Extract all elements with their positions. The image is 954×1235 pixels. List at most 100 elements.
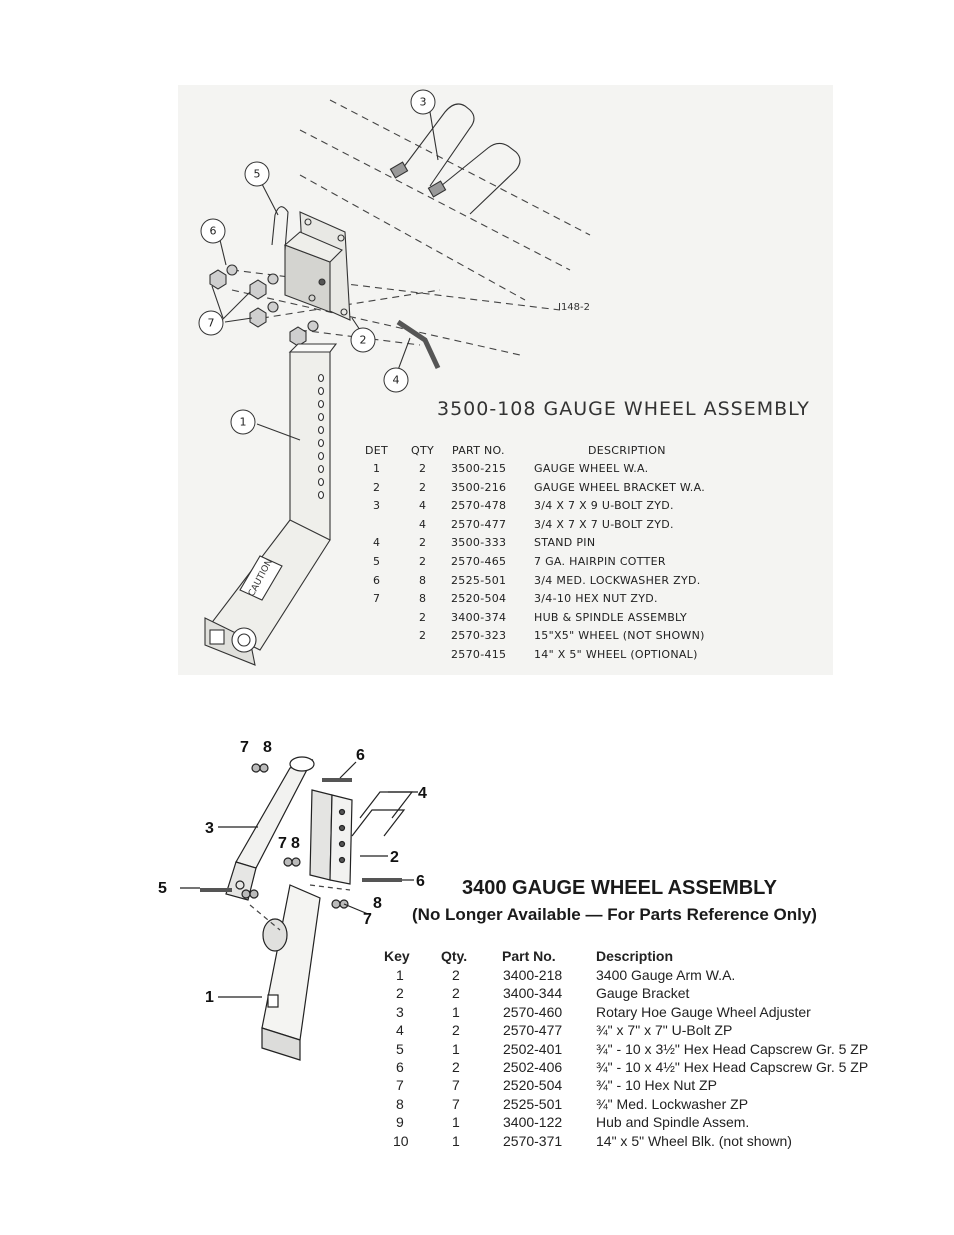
table-row: 4 2 2570-477 ¾" x 7" x 7" U-Bolt ZP (0, 1022, 954, 1041)
cell-part: 2502-406 (503, 1059, 563, 1075)
callout-7b: 7 (278, 835, 287, 852)
gauge-3400-subtitle: (No Longer Available — For Parts Referen… (412, 905, 817, 924)
cell-det: 5 (373, 555, 381, 568)
cell-key: 9 (396, 1114, 404, 1131)
callout-4: 4 (418, 785, 427, 802)
cell-qty: 2 (419, 536, 427, 550)
callout-7c: 7 (363, 911, 372, 928)
table-row: 2 2 3400-344 Gauge Bracket (0, 985, 954, 1004)
callout-5: 5 (158, 880, 167, 897)
callout-7a: 7 (240, 739, 249, 756)
callout-8b: 8 (291, 835, 300, 852)
cell-key: 5 (396, 1040, 404, 1057)
cell-part: 2502-401 (503, 1040, 563, 1057)
cell-qty: 1 (452, 1114, 460, 1131)
gauge-3500-title: 3500-108 GAUGE WHEEL ASSEMBLY (437, 398, 810, 420)
cell-qty: 2 (452, 1022, 460, 1039)
cell-det: 6 (373, 573, 381, 587)
cell-key: 8 (396, 1095, 404, 1112)
cell-desc: 7 GA. HAIRPIN COTTER (534, 555, 666, 568)
header-part: Part No. (502, 948, 556, 964)
cell-qty: 2 (452, 985, 460, 1002)
cell-qty: 2 (419, 480, 427, 494)
cell-part: 3400-218 (503, 967, 563, 983)
cell-desc: 14" x 5" Wheel Blk. (not shown) (596, 1132, 792, 1149)
cell-part: 3500-333 (451, 536, 507, 550)
callout-3: 3 (205, 820, 214, 837)
header-desc: Description (596, 948, 674, 964)
callout-2: 2 (390, 849, 399, 866)
table-header: Key Qty. Part No. Description (0, 948, 954, 967)
gauge-3400-title: 3400 GAUGE WHEEL ASSEMBLY (462, 877, 777, 899)
cell-desc: 14" X 5" WHEEL (OPTIONAL) (534, 648, 698, 661)
cell-qty: 7 (452, 1077, 460, 1094)
cell-key: 7 (396, 1077, 404, 1094)
callout-5: 5 (254, 168, 261, 181)
cell-qty: 4 (419, 499, 427, 513)
cell-key: 3 (396, 1003, 404, 1020)
table-row: 6 2 2502-406 ¾" - 10 x 4½" Hex Head Capscre… (0, 1059, 954, 1078)
cell-desc: Gauge Bracket (596, 985, 690, 1002)
cell-desc: 3/4-10 HEX NUT ZYD. (534, 592, 658, 606)
cell-part: 2525-501 (503, 1095, 563, 1112)
table-header: DET QTY PART NO. DESCRIPTION (0, 444, 954, 462)
callout-6b: 6 (416, 873, 425, 890)
header-key: Key (384, 948, 410, 964)
header-part: PART NO. (452, 444, 505, 457)
cell-part: 2570-460 (503, 1003, 563, 1020)
table-row: 7 8 2520-504 3/4-10 HEX NUT ZYD. (0, 592, 954, 610)
cell-desc: ¾" - 10 x 4½" Hex Head Capscrew Gr. 5 ZP (596, 1059, 869, 1075)
callout-1: 1 (205, 989, 214, 1006)
cell-desc: ¾" x 7" x 7" U-Bolt ZP (596, 1022, 733, 1039)
callout-6: 6 (210, 225, 217, 238)
cell-qty: 2 (419, 555, 427, 568)
cell-part: 3400-344 (503, 985, 563, 1002)
cell-qty: 1 (452, 1132, 460, 1149)
cell-part: 2570-371 (503, 1132, 563, 1149)
cell-qty: 1 (452, 1040, 460, 1057)
cell-qty: 2 (452, 1059, 460, 1075)
cell-desc: 3/4 X 7 X 7 U-BOLT ZYD. (534, 517, 674, 531)
callout-6a: 6 (356, 747, 365, 764)
cell-desc: 3400 Gauge Arm W.A. (596, 967, 736, 983)
cell-qty: 2 (419, 629, 427, 643)
cell-qty: 2 (419, 462, 427, 475)
cell-part: 3500-216 (451, 480, 507, 494)
cell-desc: GAUGE WHEEL BRACKET W.A. (534, 480, 706, 494)
cell-det: 7 (373, 592, 381, 606)
cell-key: 4 (396, 1022, 404, 1039)
cell-det: 3 (373, 499, 381, 513)
cell-det: 4 (373, 536, 381, 550)
cell-qty: 8 (419, 592, 427, 606)
cell-qty: 7 (452, 1095, 460, 1112)
cell-desc: Rotary Hoe Gauge Wheel Adjuster (596, 1003, 811, 1020)
cell-part: 2520-504 (451, 592, 507, 606)
cell-qty: 4 (419, 517, 427, 531)
cell-part: 2570-477 (503, 1022, 563, 1039)
cell-desc: ¾" - 10 Hex Nut ZP (596, 1077, 717, 1094)
table-row: 4 2570-477 3/4 X 7 X 7 U-BOLT ZYD. (0, 518, 954, 536)
header-qty: Qty. (441, 948, 468, 964)
header-det: DET (365, 444, 389, 457)
cell-desc: ¾" - 10 x 3½" Hex Head Capscrew Gr. 5 ZP (596, 1040, 869, 1057)
callout-1: 1 (240, 416, 247, 429)
header-qty: QTY (411, 444, 434, 457)
cell-desc: HUB & SPINDLE ASSEMBLY (534, 610, 688, 624)
header-desc: DESCRIPTION (588, 444, 666, 457)
cell-desc: Hub and Spindle Assem. (596, 1114, 750, 1131)
cell-key: 2 (396, 985, 404, 1002)
cell-key: 6 (396, 1059, 404, 1075)
callout-4: 4 (393, 374, 400, 387)
cell-key: 10 (393, 1132, 409, 1149)
cell-part: 3500-215 (451, 462, 507, 475)
cell-part: 2570-477 (451, 517, 507, 531)
cell-qty: 8 (419, 573, 427, 587)
